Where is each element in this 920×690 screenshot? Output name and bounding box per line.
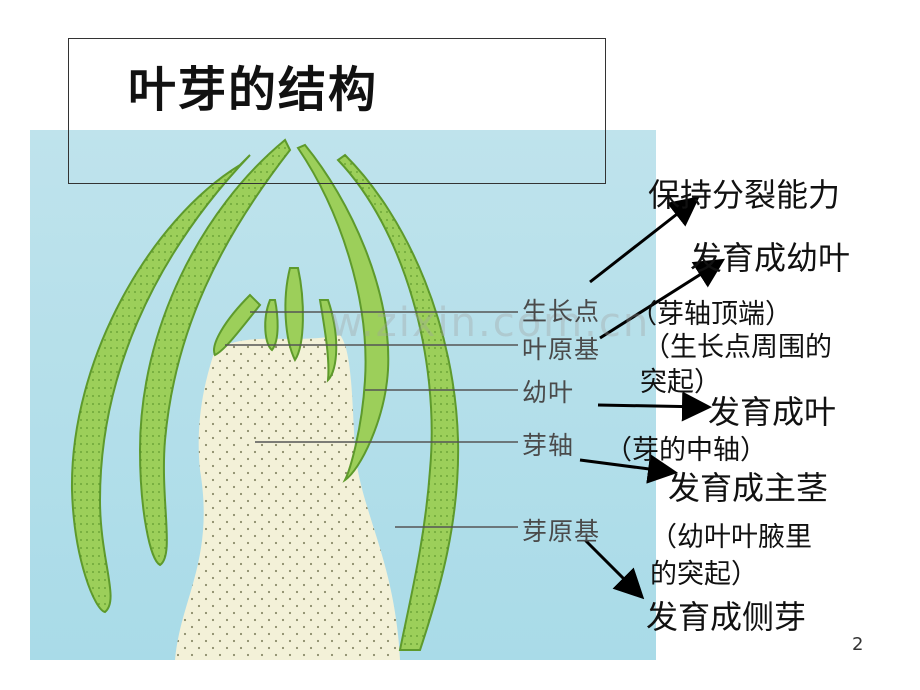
label-young-leaf: 幼叶 bbox=[522, 378, 575, 407]
note-bud-primordium-line1: （幼叶叶腋里 bbox=[650, 522, 812, 553]
arrow-young-leaf bbox=[597, 391, 712, 422]
note-bud-axis: （芽的中轴） bbox=[605, 435, 767, 466]
young-leaf-mid-2 bbox=[284, 267, 304, 362]
annotation-to-leaf: 发育成叶 bbox=[708, 393, 837, 431]
page-number: 2 bbox=[852, 634, 864, 655]
annotation-to-side-bud: 发育成侧芽 bbox=[646, 598, 807, 636]
label-growing-point: 生长点 bbox=[522, 297, 601, 326]
arrow-leaf-primordium bbox=[599, 258, 726, 340]
watermark: w.zixin.com.cn bbox=[330, 300, 651, 346]
title-box bbox=[68, 38, 606, 184]
young-leaf-right bbox=[318, 299, 338, 383]
note-bud-primordium-line2: 的突起） bbox=[650, 559, 758, 590]
inner-leaf-right bbox=[296, 143, 390, 483]
note-growing-point: （芽轴顶端） bbox=[630, 299, 792, 330]
note-leaf-primordium-line1: （生长点周围的 bbox=[643, 332, 832, 363]
leader-lines bbox=[225, 311, 518, 528]
annotation-to-young-leaf: 发育成幼叶 bbox=[690, 239, 851, 277]
bud-axis-dots bbox=[175, 335, 400, 660]
label-leaf-primordium: 叶原基 bbox=[522, 335, 601, 364]
young-leaf-left bbox=[213, 293, 262, 357]
page-title: 叶芽的结构 bbox=[128, 62, 379, 118]
label-bud-axis: 芽轴 bbox=[522, 431, 575, 460]
outer-leaf-left-dots bbox=[71, 155, 250, 612]
annotation-keep-dividing: 保持分裂能力 bbox=[648, 176, 841, 214]
inner-leaf-left-dots bbox=[140, 140, 290, 565]
label-bud-primordium: 芽原基 bbox=[522, 517, 601, 546]
arrow-bud-axis bbox=[579, 454, 678, 484]
annotation-to-main-stem: 发育成主茎 bbox=[668, 469, 829, 507]
arrows bbox=[579, 196, 726, 600]
young-leaf-mid-1 bbox=[264, 299, 279, 352]
arrow-bud-primordium bbox=[583, 538, 645, 600]
arrow-growing-point bbox=[589, 196, 700, 284]
note-leaf-primordium-line2: 突起） bbox=[640, 367, 721, 398]
